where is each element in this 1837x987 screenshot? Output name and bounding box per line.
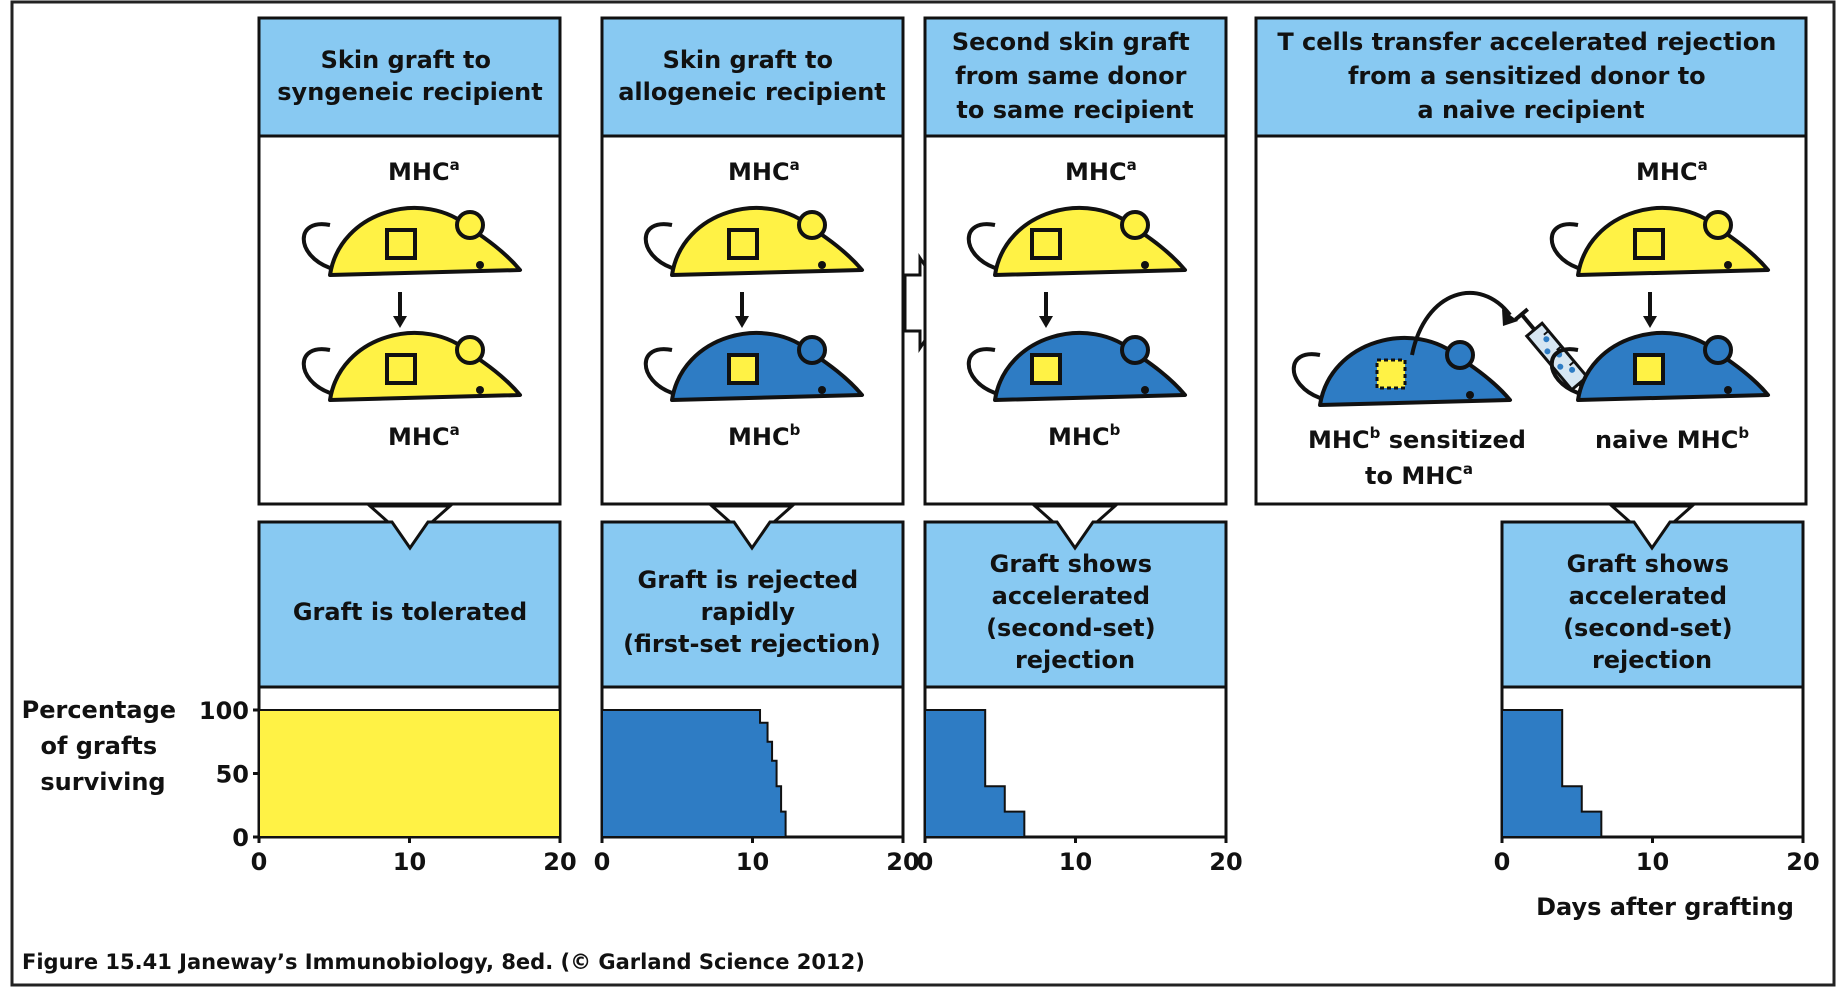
y-tick-label: 100 [199,697,249,725]
chart-second-graft: 0 10 20 [917,709,1243,876]
mouse-donor-yellow [301,205,522,277]
mouse-recipient-blue [643,330,864,402]
x-tick-label: 10 [393,848,426,876]
x-tick-label: 10 [736,848,769,876]
panel-1-down-arrow [393,292,407,328]
mouse-donor-yellow [1549,205,1770,277]
skin-graft-square [1030,353,1062,385]
panel-3-outcome-arrow [1031,504,1119,551]
panel-3-body [923,134,1228,506]
panel-3-title: Second skin graft from same donor to sam… [952,28,1198,124]
panel-2-outcome-text: Graft is rejected rapidly (first-set rej… [623,566,881,658]
panel-3-header [923,16,1228,138]
panel-syngeneic: Skin graft to syngeneic recipient MHCa M… [199,16,577,876]
panel-allogeneic: Skin graft to allogeneic recipient MHCa … [594,16,920,876]
panel-4-outcome-arrow [1608,504,1696,551]
mouse-naive-recipient-blue [1549,330,1770,402]
panel-1-body [257,134,562,506]
naive-label: naive MHCb [1595,424,1749,454]
panel-2-down-arrow [735,292,749,328]
survival-area [258,709,561,838]
panel-2-recipient-label: MHCb [728,421,801,451]
panel-1-outcome-arrow [366,504,454,551]
panel-1-outcome-text: Graft is tolerated [293,598,527,626]
panel-4-down-arrow [1643,292,1657,328]
transfer-arrow [1410,290,1512,356]
panel-4-header [1254,16,1808,138]
panel-4-outcome-text: Graft shows accelerated (second-set) rej… [1563,550,1741,674]
panel-3-down-arrow [1039,292,1053,328]
panel-1-header [257,16,562,138]
transfer-arrowhead [1502,309,1518,326]
skin-graft-square [385,353,417,385]
panel-2-donor-label: MHCa [728,156,800,186]
panel-4-donor-label: MHCa [1636,156,1708,186]
survival-area [601,709,787,838]
panel-2-outcome-arrow [708,504,796,551]
panel-3-donor-label: MHCa [1065,156,1137,186]
x-tick-label: 20 [886,848,919,876]
panel-1-recipient-label: MHCa [388,421,460,451]
skin-graft-square [1030,228,1062,260]
panel-3-recipient-label: MHCb [1048,421,1121,451]
panel-2-body [600,134,905,506]
mouse-recipient-blue [966,330,1187,402]
skin-graft-square [727,228,759,260]
x-tick-label: 0 [1494,848,1511,876]
panel-4-outcome [1500,520,1805,689]
x-tick-label: 20 [1786,848,1819,876]
x-tick-label: 0 [251,848,268,876]
panel-t-cell-transfer: T cells transfer accelerated rejection f… [1254,16,1820,876]
panel-2-header [600,16,905,138]
survival-area [1501,709,1603,838]
y-tick-label: 0 [232,824,249,852]
panel-2-title: Skin graft to allogeneic recipient [618,46,886,106]
mouse-sensitized-blue [1291,335,1512,407]
mouse-donor-yellow [643,205,864,277]
chart-syngeneic: 0 10 20 0 50 100 [199,697,577,876]
skin-graft-square [1633,353,1665,385]
x-tick-label: 10 [1059,848,1092,876]
x-tick-label: 20 [1209,848,1242,876]
x-tick-label: 20 [543,848,576,876]
sensitized-label: MHCb sensitized [1308,424,1526,454]
y-tick-label: 50 [216,761,249,789]
panel-4-body [1254,134,1808,506]
skin-graft-square [727,353,759,385]
x-tick-label: 0 [917,848,934,876]
skin-graft-square [1633,228,1665,260]
x-axis-label: Days after grafting [1536,893,1794,921]
panel-3-outcome-text: Graft shows accelerated (second-set) rej… [986,550,1164,674]
x-tick-label: 10 [1636,848,1669,876]
x-tick-label: 0 [594,848,611,876]
sensitized-label-line2: to MHCa [1365,460,1473,490]
skin-graft-square [385,228,417,260]
chart-allogeneic: 0 10 20 [594,709,920,876]
panel-second-graft: Second skin graft from same donor to sam… [917,16,1243,876]
panel-1-title: Skin graft to syngeneic recipient [277,46,542,106]
survival-area [924,709,1026,838]
y-axis-label: Percentage of grafts surviving [22,696,185,796]
panel-1-donor-label: MHCa [388,156,460,186]
mouse-recipient-yellow [301,330,522,402]
figure-caption: Figure 15.41 Janeway’s Immunobiology, 8e… [22,950,865,974]
panel-4-title: T cells transfer accelerated rejection f… [1277,28,1784,124]
chart-t-cell-transfer: 0 10 20 [1494,709,1820,876]
mouse-donor-yellow [966,205,1187,277]
rejected-graft-square [1375,358,1407,390]
